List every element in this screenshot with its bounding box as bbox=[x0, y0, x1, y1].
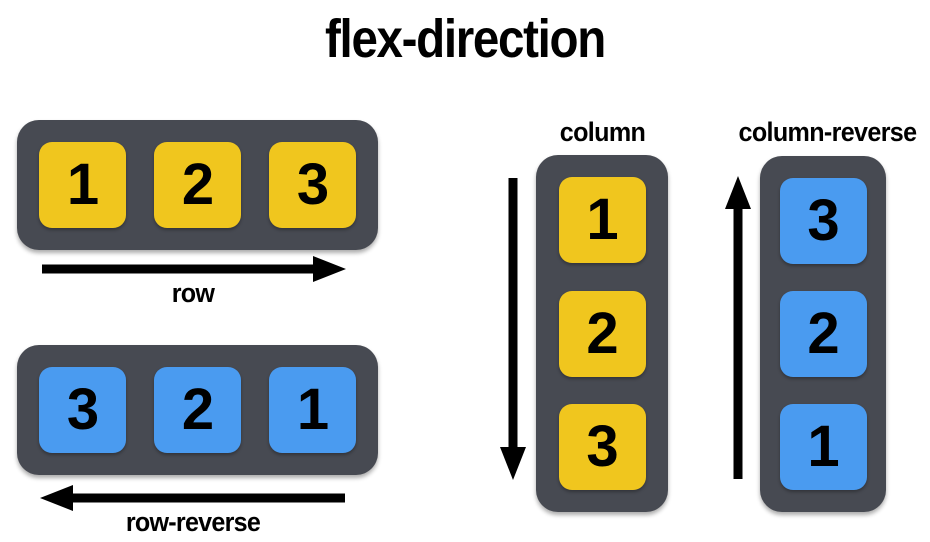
column-reverse-flex-container: 3 2 1 bbox=[760, 156, 886, 512]
column-reverse-direction-label: column-reverse bbox=[738, 117, 918, 147]
row-reverse-direction-label: row-reverse bbox=[125, 507, 261, 537]
column-direction-label: column bbox=[559, 117, 646, 147]
flex-item: 1 bbox=[269, 367, 356, 453]
flex-item: 3 bbox=[779, 178, 867, 264]
row-flex-container: 1 2 3 bbox=[17, 120, 378, 250]
arrow-down-icon bbox=[500, 176, 526, 480]
column-flex-container: 1 2 3 bbox=[536, 155, 668, 512]
flex-item: 1 bbox=[779, 404, 867, 490]
flex-item: 3 bbox=[39, 367, 126, 453]
row-reverse-flex-container: 3 2 1 bbox=[17, 345, 378, 475]
flex-item: 2 bbox=[154, 367, 241, 453]
arrow-right-icon bbox=[40, 256, 346, 282]
flex-item: 3 bbox=[269, 142, 356, 228]
flex-item: 1 bbox=[558, 177, 646, 263]
flex-item: 2 bbox=[779, 291, 867, 377]
flex-item: 2 bbox=[154, 142, 241, 228]
flex-item: 2 bbox=[558, 290, 646, 377]
arrow-up-icon bbox=[725, 176, 751, 480]
row-direction-label: row bbox=[171, 278, 215, 308]
flex-item: 1 bbox=[39, 142, 126, 228]
flex-item: 3 bbox=[558, 404, 646, 490]
arrow-left-icon bbox=[40, 485, 346, 511]
page-title: flex-direction bbox=[325, 9, 606, 69]
